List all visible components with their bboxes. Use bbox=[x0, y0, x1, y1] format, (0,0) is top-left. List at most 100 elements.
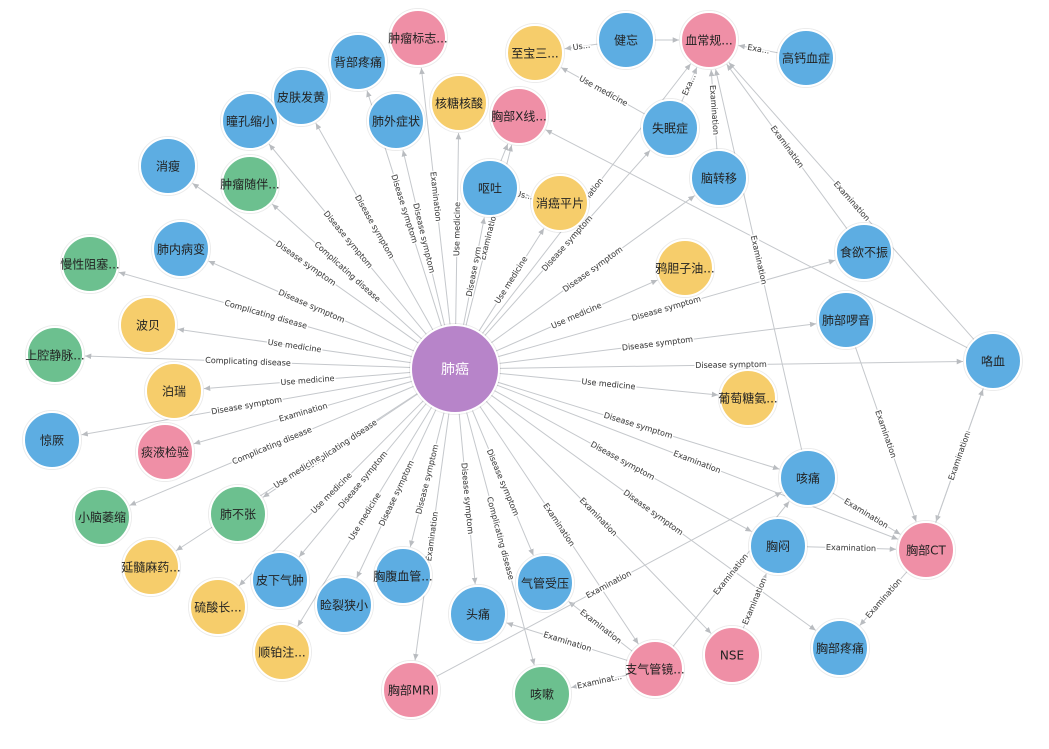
node-circle[interactable] bbox=[626, 640, 684, 698]
node-circle[interactable] bbox=[680, 11, 738, 69]
graph-node-yellow[interactable]: 葡萄糖氨... bbox=[718, 368, 778, 428]
graph-node-pink[interactable]: 血常规... bbox=[679, 10, 739, 70]
graph-node-pink[interactable]: 胸部MRI bbox=[381, 660, 441, 720]
node-circle[interactable] bbox=[461, 159, 519, 217]
graph-node-blue[interactable]: 头痛 bbox=[448, 584, 508, 644]
node-circle[interactable] bbox=[835, 223, 893, 281]
graph-node-blue[interactable]: 胸部疼痛 bbox=[810, 618, 870, 678]
node-label: 核糖核酸 bbox=[435, 96, 483, 111]
node-circle[interactable] bbox=[315, 576, 373, 634]
graph-node-blue[interactable]: 高钙血症 bbox=[776, 28, 836, 88]
node-circle[interactable] bbox=[817, 291, 875, 349]
node-circle[interactable] bbox=[73, 488, 131, 546]
node-circle[interactable] bbox=[430, 74, 488, 132]
graph-node-blue[interactable]: 呕吐 bbox=[460, 158, 520, 218]
graph-node-green[interactable]: 肿瘤随伴... bbox=[220, 154, 280, 214]
node-circle[interactable] bbox=[719, 369, 777, 427]
graph-node-yellow[interactable]: 消癌平片 bbox=[530, 173, 590, 233]
node-circle[interactable] bbox=[777, 29, 835, 87]
node-circle[interactable] bbox=[964, 332, 1022, 390]
node-label: 咯血 bbox=[981, 354, 1005, 369]
node-circle[interactable] bbox=[506, 24, 564, 82]
center-node[interactable]: 肺癌 bbox=[409, 323, 501, 415]
graph-node-blue[interactable]: 瞳孔缩小 bbox=[220, 91, 280, 151]
graph-node-yellow[interactable]: 顺铂注... bbox=[252, 622, 312, 682]
graph-node-green[interactable]: 咳嗽 bbox=[512, 664, 572, 724]
node-circle[interactable] bbox=[26, 326, 84, 384]
node-circle[interactable] bbox=[449, 585, 507, 643]
node-circle[interactable] bbox=[251, 551, 309, 609]
graph-node-blue[interactable]: 肺外症状 bbox=[366, 91, 426, 151]
graph-node-blue[interactable]: 气管受压 bbox=[515, 553, 575, 613]
node-circle[interactable] bbox=[23, 411, 81, 469]
node-circle[interactable] bbox=[374, 547, 432, 605]
graph-node-blue[interactable]: 睑裂狭小 bbox=[314, 575, 374, 635]
node-circle[interactable] bbox=[61, 235, 119, 293]
graph-node-yellow[interactable]: 泊瑞 bbox=[144, 361, 204, 421]
node-circle[interactable] bbox=[136, 423, 194, 481]
node-circle[interactable] bbox=[367, 92, 425, 150]
node-circle[interactable] bbox=[145, 362, 203, 420]
graph-node-pink[interactable]: 支气管镜... bbox=[625, 639, 685, 699]
graph-node-blue[interactable]: 咯血 bbox=[963, 331, 1023, 391]
node-circle[interactable] bbox=[641, 99, 699, 157]
node-circle[interactable] bbox=[272, 68, 330, 126]
graph-node-pink[interactable]: NSE bbox=[702, 625, 762, 685]
node-circle[interactable] bbox=[410, 324, 500, 414]
node-circle[interactable] bbox=[779, 449, 837, 507]
graph-node-blue[interactable]: 肺部啰音 bbox=[816, 290, 876, 350]
node-circle[interactable] bbox=[811, 619, 869, 677]
node-circle[interactable] bbox=[513, 665, 571, 723]
node-circle[interactable] bbox=[703, 626, 761, 684]
graph-node-blue[interactable]: 皮肤发黄 bbox=[271, 67, 331, 127]
node-circle[interactable] bbox=[749, 517, 807, 575]
graph-node-blue[interactable]: 背部疼痛 bbox=[328, 32, 388, 92]
graph-node-blue[interactable]: 咳痛 bbox=[778, 448, 838, 508]
node-circle[interactable] bbox=[221, 155, 279, 213]
graph-node-blue[interactable]: 食欲不振 bbox=[834, 222, 894, 282]
graph-node-blue[interactable]: 胸闷 bbox=[748, 516, 808, 576]
graph-node-yellow[interactable]: 鸦胆子油... bbox=[655, 238, 715, 298]
graph-node-green[interactable]: 上腔静脉... bbox=[25, 325, 85, 385]
node-circle[interactable] bbox=[152, 220, 210, 278]
node-circle[interactable] bbox=[189, 578, 247, 636]
graph-node-yellow[interactable]: 硫酸长... bbox=[188, 577, 248, 637]
graph-node-yellow[interactable]: 核糖核酸 bbox=[429, 73, 489, 133]
graph-node-blue[interactable]: 消瘦 bbox=[138, 136, 198, 196]
graph-node-blue[interactable]: 肺内病变 bbox=[151, 219, 211, 279]
node-circle[interactable] bbox=[656, 239, 714, 297]
graph-node-pink[interactable]: 胸部CT bbox=[896, 520, 956, 580]
graph-node-pink[interactable]: 胸部X线... bbox=[489, 86, 549, 146]
node-circle[interactable] bbox=[690, 149, 748, 207]
node-ring bbox=[121, 537, 181, 597]
graph-node-green[interactable]: 小脑萎缩 bbox=[72, 487, 132, 547]
graph-node-green[interactable]: 慢性阻塞... bbox=[60, 234, 120, 294]
graph-node-pink[interactable]: 痰液检验 bbox=[135, 422, 195, 482]
graph-node-blue[interactable]: 胸腹血管... bbox=[373, 546, 433, 606]
node-circle[interactable] bbox=[139, 137, 197, 195]
node-circle[interactable] bbox=[209, 485, 267, 543]
graph-node-yellow[interactable]: 波贝 bbox=[118, 295, 178, 355]
node-circle[interactable] bbox=[119, 296, 177, 354]
graph-node-blue[interactable]: 脑转移 bbox=[689, 148, 749, 208]
node-circle[interactable] bbox=[531, 174, 589, 232]
node-circle[interactable] bbox=[897, 521, 955, 579]
graph-node-blue[interactable]: 惊厥 bbox=[22, 410, 82, 470]
graph-node-blue[interactable]: 健忘 bbox=[596, 10, 656, 70]
graph-node-blue[interactable]: 失眠症 bbox=[640, 98, 700, 158]
graph-node-blue[interactable]: 皮下气肿 bbox=[250, 550, 310, 610]
node-circle[interactable] bbox=[516, 554, 574, 612]
node-circle[interactable] bbox=[382, 661, 440, 719]
node-circle[interactable] bbox=[253, 623, 311, 681]
node-circle[interactable] bbox=[490, 87, 548, 145]
graph-node-green[interactable]: 肺不张 bbox=[208, 484, 268, 544]
node-circle[interactable] bbox=[597, 11, 655, 69]
node-circle[interactable] bbox=[329, 33, 387, 91]
node-circle[interactable] bbox=[389, 9, 447, 67]
graph-node-yellow[interactable]: 延髓麻药... bbox=[121, 537, 181, 597]
node-circle[interactable] bbox=[221, 92, 279, 150]
edge-n17-n12 bbox=[708, 69, 718, 151]
node-circle[interactable] bbox=[122, 538, 180, 596]
graph-node-yellow[interactable]: 至宝三... bbox=[505, 23, 565, 83]
graph-node-pink[interactable]: 肿瘤标志... bbox=[388, 8, 448, 68]
